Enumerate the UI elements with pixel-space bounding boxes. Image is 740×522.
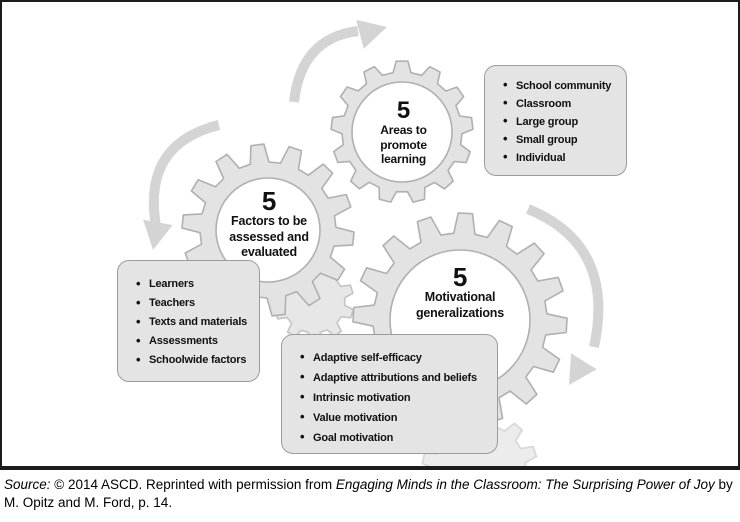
source-label: Source: [4,477,51,492]
list-item: •Individual [503,149,566,164]
gear-motivational-number: 5 [452,262,468,292]
bullet-icon: • [300,429,305,444]
list-item: •Adaptive self-efficacy [298,348,491,368]
list-item: •Small group [503,131,578,146]
gear-motivational-label: 5 Motivational generalizations [380,264,540,321]
list-item: •Schoolwide factors [136,352,247,367]
rotation-arrow-right-icon [526,204,604,349]
gear-factors-label: 5 Factors to be assessed and evaluated [198,188,340,261]
bullet-icon: • [503,149,508,164]
bullet-icon: • [136,276,141,291]
gear-motivational-text: Motivational generalizations [416,290,504,320]
list-item: •Teachers [136,295,195,310]
gear-areas-label: 5 Areas to promote learning [351,99,456,167]
gear-factors-text: Factors to be assessed and evaluated [229,214,309,259]
bullet-icon: • [136,333,141,348]
bullet-icon: • [136,352,141,367]
diagram-frame: 5 Areas to promote learning 5 Factors to… [0,0,740,470]
bullet-icon: • [300,409,305,424]
bullet-icon: • [300,389,305,404]
list-item: •School community [503,77,612,92]
bullet-icon: • [300,349,305,364]
rotation-arrow-top-icon [289,26,359,103]
list-item: •Intrinsic motivation [298,388,491,408]
book-title: Engaging Minds in the Classroom: The Sur… [335,477,715,492]
bullet-icon: • [503,77,508,92]
list-item: •Value motivation [298,408,491,428]
areas-callout-box: •School community •Classroom •Large grou… [484,65,627,176]
list-item: •Texts and materials [136,314,248,329]
rotation-arrow-left-icon-head [143,219,173,250]
list-item: •Goal motivation [298,428,491,448]
list-item: •Large group [503,113,578,128]
caption-text-before: © 2014 ASCD. Reprinted with permission f… [50,477,336,492]
factors-list: •Learners •Teachers •Texts and materials… [134,275,253,370]
rotation-arrow-top-icon-head [356,19,387,49]
list-item: •Classroom [503,95,572,110]
rotation-arrow-right-icon-head [569,353,597,385]
caption-text-after: by M. Opitz and M. Ford, p. 14. [4,477,733,510]
bullet-icon: • [300,369,305,384]
gear-areas-text: Areas to promote learning [380,123,427,166]
bullet-icon: • [136,295,141,310]
list-item: •Learners [136,276,194,291]
bullet-icon: • [503,113,508,128]
motivational-callout-box: •Adaptive self-efficacy •Adaptive attrib… [281,334,498,454]
list-item: •Adaptive attributions and beliefs [298,368,491,388]
gear-factors-number: 5 [261,186,277,216]
source-caption: Source: © 2014 ASCD. Reprinted with perm… [0,476,740,512]
bullet-icon: • [136,314,141,329]
list-item: •Assessments [136,333,218,348]
gear-areas-number: 5 [396,97,411,124]
bullet-icon: • [503,131,508,146]
rotation-arrow-left-icon [148,120,221,227]
areas-list: •School community •Classroom •Large grou… [501,77,620,167]
factors-gear-icon-hub [215,177,321,283]
areas-gear-icon-hub [351,81,453,183]
bullet-icon: • [503,95,508,110]
motivational-list: •Adaptive self-efficacy •Adaptive attrib… [298,348,491,448]
factors-callout-box: •Learners •Teachers •Texts and materials… [117,260,260,382]
